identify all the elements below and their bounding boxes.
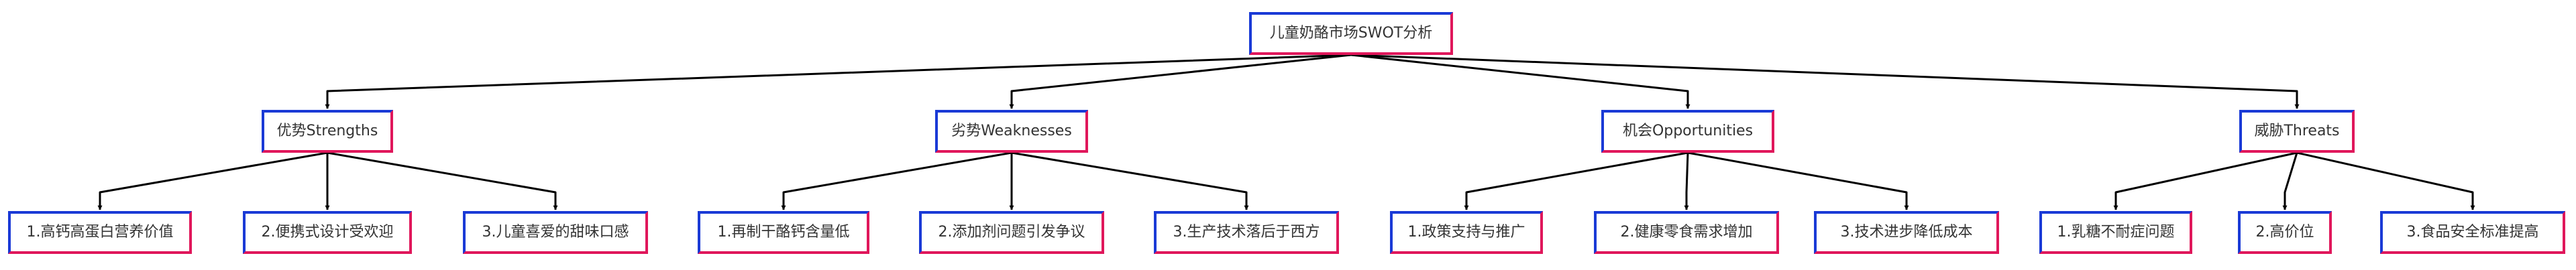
branch-node-label: 优势Strengths (276, 123, 378, 139)
leaf-node: 3.技术进步降低成本 (1814, 211, 1999, 254)
leaf-node: 2.便携式设计受欢迎 (243, 211, 412, 254)
edge-branch-to-leaf (2296, 151, 2475, 210)
branch-node-label: 劣势Weaknesses (951, 123, 1072, 139)
edge-branch-to-leaf (97, 151, 328, 210)
leaf-node: 2.高价位 (2238, 211, 2332, 254)
branch-node-weaknesses: 劣势Weaknesses (935, 110, 1088, 153)
leaf-node: 1.乳糖不耐症问题 (2039, 211, 2192, 254)
edge-branch-to-leaf (1684, 152, 1689, 210)
edge-branch-to-leaf (1687, 151, 1909, 210)
leaf-node: 1.高钙高蛋白营养价值 (8, 211, 192, 254)
edge-root-to-branch (325, 54, 1352, 109)
leaf-node: 2.健康零食需求增加 (1594, 211, 1779, 254)
edge-root-to-branch (1350, 54, 1690, 109)
leaf-node-label: 3.食品安全标准提高 (2406, 224, 2539, 241)
edge-root-to-branch (1350, 54, 2300, 109)
leaf-node-label: 1.高钙高蛋白营养价值 (26, 224, 174, 241)
leaf-node-label: 2.便携式设计受欢迎 (261, 224, 394, 241)
leaf-node-label: 1.乳糖不耐症问题 (2057, 224, 2175, 241)
leaf-node-label: 2.添加剂问题引发争议 (938, 224, 1085, 241)
edge-branch-to-leaf (2282, 152, 2298, 210)
edge-branch-to-leaf (1464, 151, 1688, 210)
leaf-node: 1.政策支持与推广 (1390, 211, 1543, 254)
edge-branch-to-leaf (781, 151, 1012, 210)
branch-node-strengths: 优势Strengths (262, 110, 393, 153)
root-node: 儿童奶酪市场SWOT分析 (1249, 12, 1453, 55)
leaf-node-label: 3.技术进步降低成本 (1840, 224, 1973, 241)
leaf-node-label: 2.健康零食需求增加 (1620, 224, 1753, 241)
root-node-label: 儿童奶酪市场SWOT分析 (1269, 25, 1433, 42)
leaf-node-label: 1.再制干酪钙含量低 (717, 224, 850, 241)
edge-branch-to-leaf (1011, 151, 1249, 210)
leaf-node-label: 3.儿童喜爱的甜味口感 (482, 224, 629, 241)
leaf-node-label: 2.高价位 (2255, 224, 2314, 241)
leaf-node: 1.再制干酪钙含量低 (698, 211, 869, 254)
leaf-node-label: 1.政策支持与推广 (1407, 224, 1525, 241)
leaf-node: 3.生产技术落后于西方 (1154, 211, 1339, 254)
leaf-node: 2.添加剂问题引发争议 (919, 211, 1104, 254)
branch-node-label: 机会Opportunities (1622, 123, 1754, 139)
branch-node-threats: 威胁Threats (2239, 110, 2355, 153)
edge-branch-to-leaf (327, 151, 558, 210)
leaf-node-label: 3.生产技术落后于西方 (1173, 224, 1320, 241)
branch-node-opportunities: 机会Opportunities (1601, 110, 1774, 153)
leaf-node: 3.食品安全标准提高 (2380, 211, 2565, 254)
edge-root-to-branch (1009, 54, 1352, 109)
edge-branch-to-leaf (2113, 151, 2298, 210)
branch-node-label: 威胁Threats (2254, 123, 2340, 139)
leaf-node: 3.儿童喜爱的甜味口感 (463, 211, 648, 254)
